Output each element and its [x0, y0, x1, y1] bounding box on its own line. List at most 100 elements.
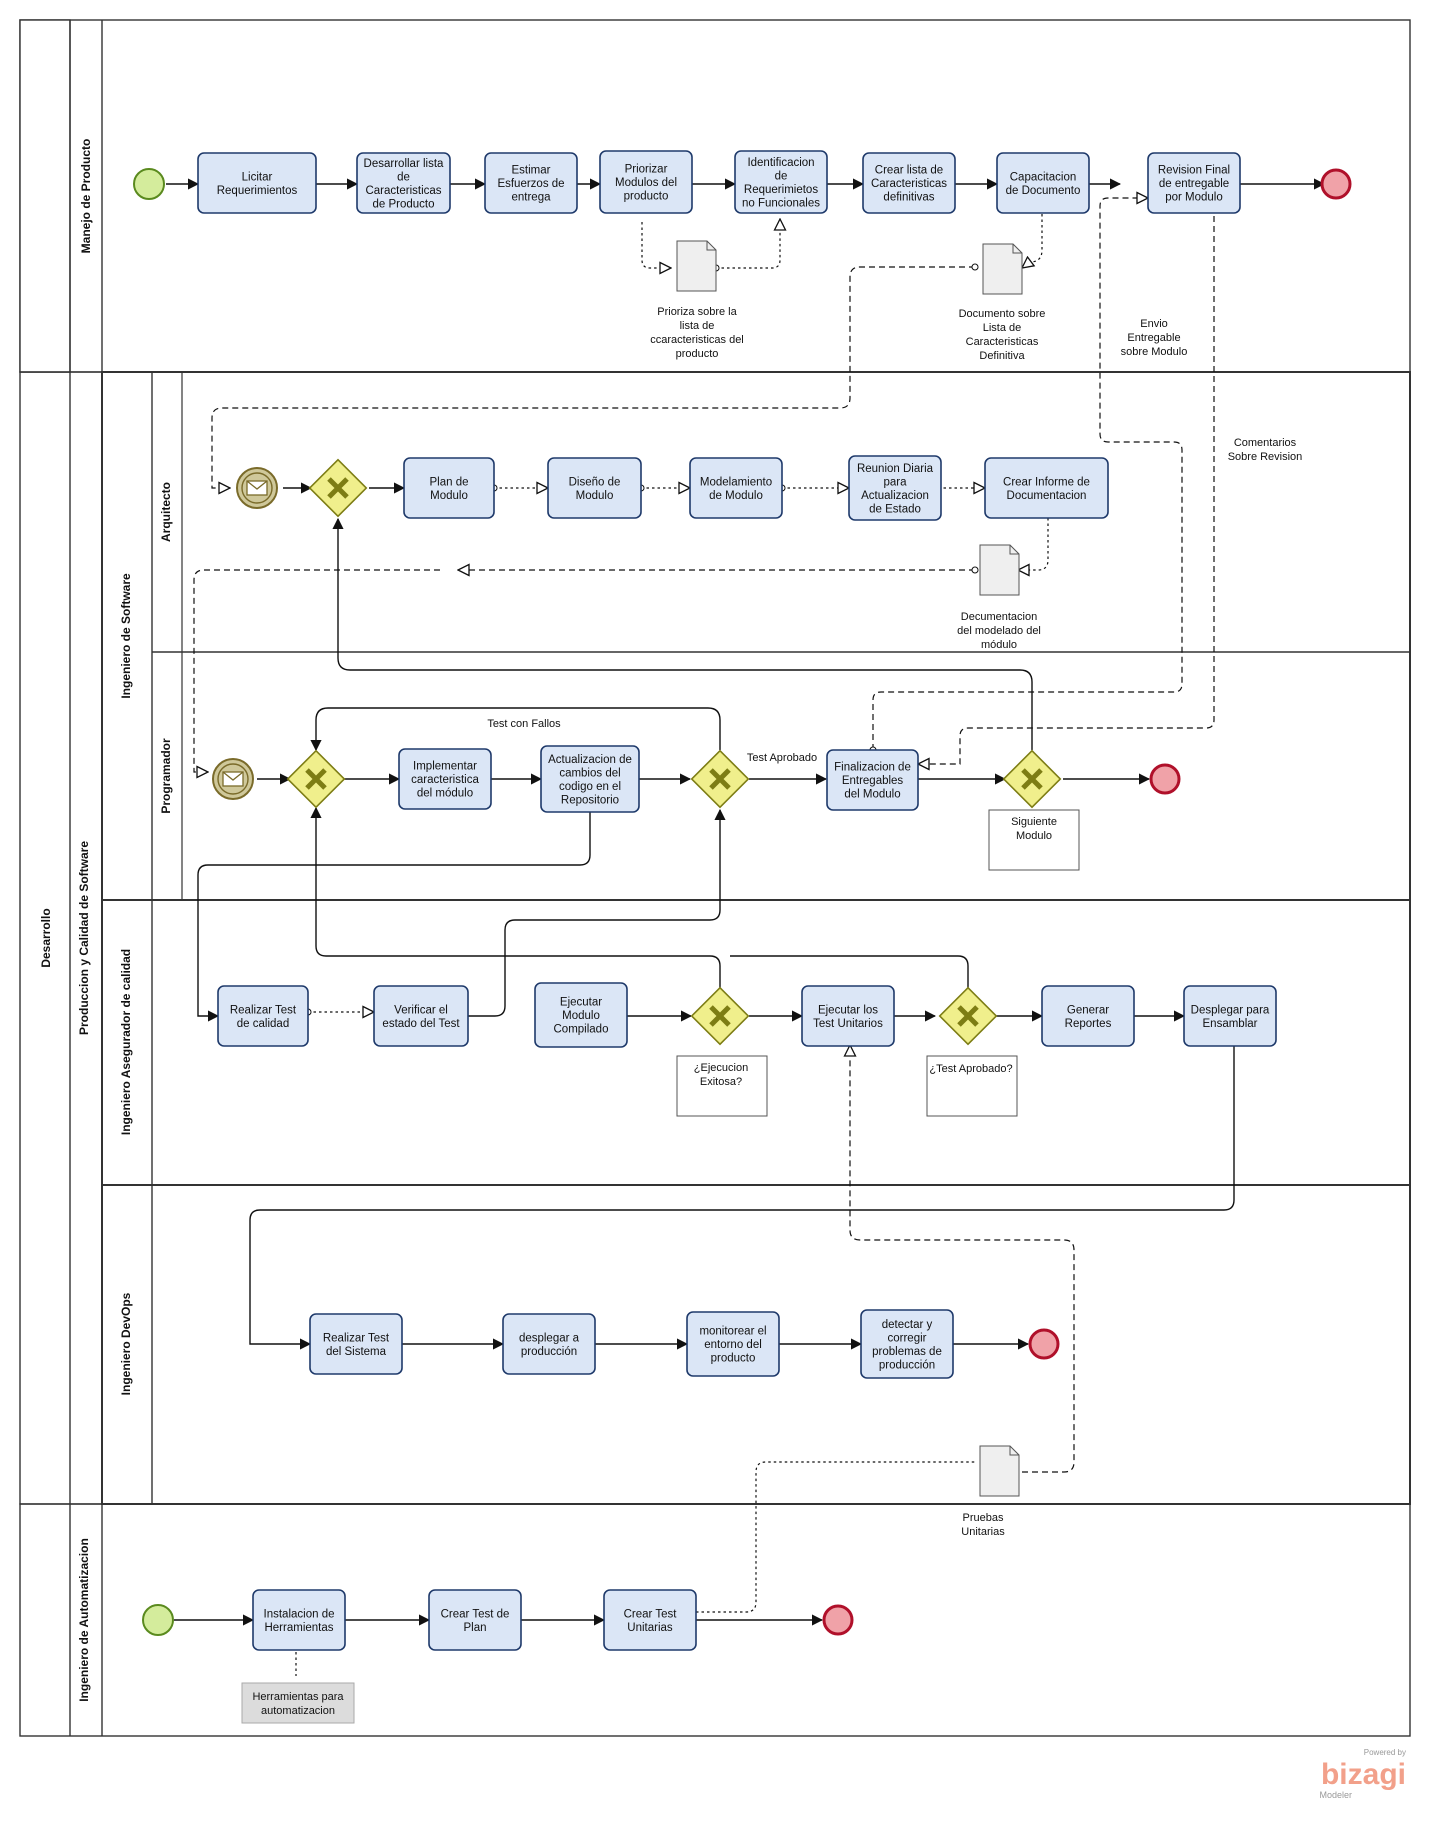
- lane-label-produccion-calidad: Produccion y Calidad de Software: [77, 841, 91, 1035]
- gateway-test-aprobado[interactable]: [938, 986, 998, 1046]
- annotation-box: [988, 809, 1080, 871]
- flow-label: Test Aprobado: [747, 752, 817, 764]
- brand-name: bizagi: [1321, 1758, 1406, 1791]
- gateway-programador-merge[interactable]: [286, 749, 346, 809]
- events: [133, 168, 1352, 1636]
- powered-by-label: Powered by: [1364, 1748, 1406, 1757]
- annotation-box: [676, 1055, 768, 1117]
- lane-label-manejo-producto: Manejo de Producto: [79, 139, 93, 254]
- lane-label-ingeniero-software: Ingeniero de Software: [119, 573, 133, 699]
- document-icon: [979, 544, 1020, 596]
- lane-label-asegurador-calidad: Ingeniero Asegurador de calidad: [119, 949, 133, 1135]
- lane-label-desarrollo: Desarrollo: [39, 908, 53, 967]
- lane-label-automatizacion: Ingeniero de Automatizacion: [77, 1538, 91, 1702]
- start-event-automatizacion: [142, 1604, 174, 1636]
- bizagi-logo: Powered by bizagi Modeler: [1319, 1748, 1406, 1800]
- gateway-ejecucion-exitosa[interactable]: [690, 986, 750, 1046]
- associations: [295, 214, 1049, 1676]
- gateway-siguiente-modulo[interactable]: [1002, 749, 1062, 809]
- end-event-manejo: [1320, 168, 1352, 200]
- end-event-programador: [1149, 763, 1181, 795]
- annotation-box-grey: [241, 1682, 355, 1724]
- gateway-test-result[interactable]: [690, 749, 750, 809]
- document-icon: [979, 1445, 1020, 1497]
- document-icon: [982, 243, 1023, 295]
- document-icon: [676, 240, 717, 292]
- lane-label-programador: Programador: [159, 738, 173, 814]
- pool-automatizacion: Ingeniero de Automatizacion: [19, 1503, 1411, 1737]
- message-flows: [193, 196, 1214, 1473]
- lane-label-devops: Ingeniero DevOps: [119, 1292, 133, 1395]
- gateway-arquitecto[interactable]: [308, 458, 368, 518]
- annotation-box: [926, 1055, 1018, 1117]
- message-start-programador: [212, 758, 254, 800]
- sequence-flows: [166, 178, 1326, 1626]
- flow-label: Test con Fallos: [487, 718, 561, 730]
- brand-product-label: Modeler: [1319, 1790, 1352, 1800]
- end-event-automatizacion: [822, 1604, 854, 1636]
- data-objects: [241, 240, 1080, 1724]
